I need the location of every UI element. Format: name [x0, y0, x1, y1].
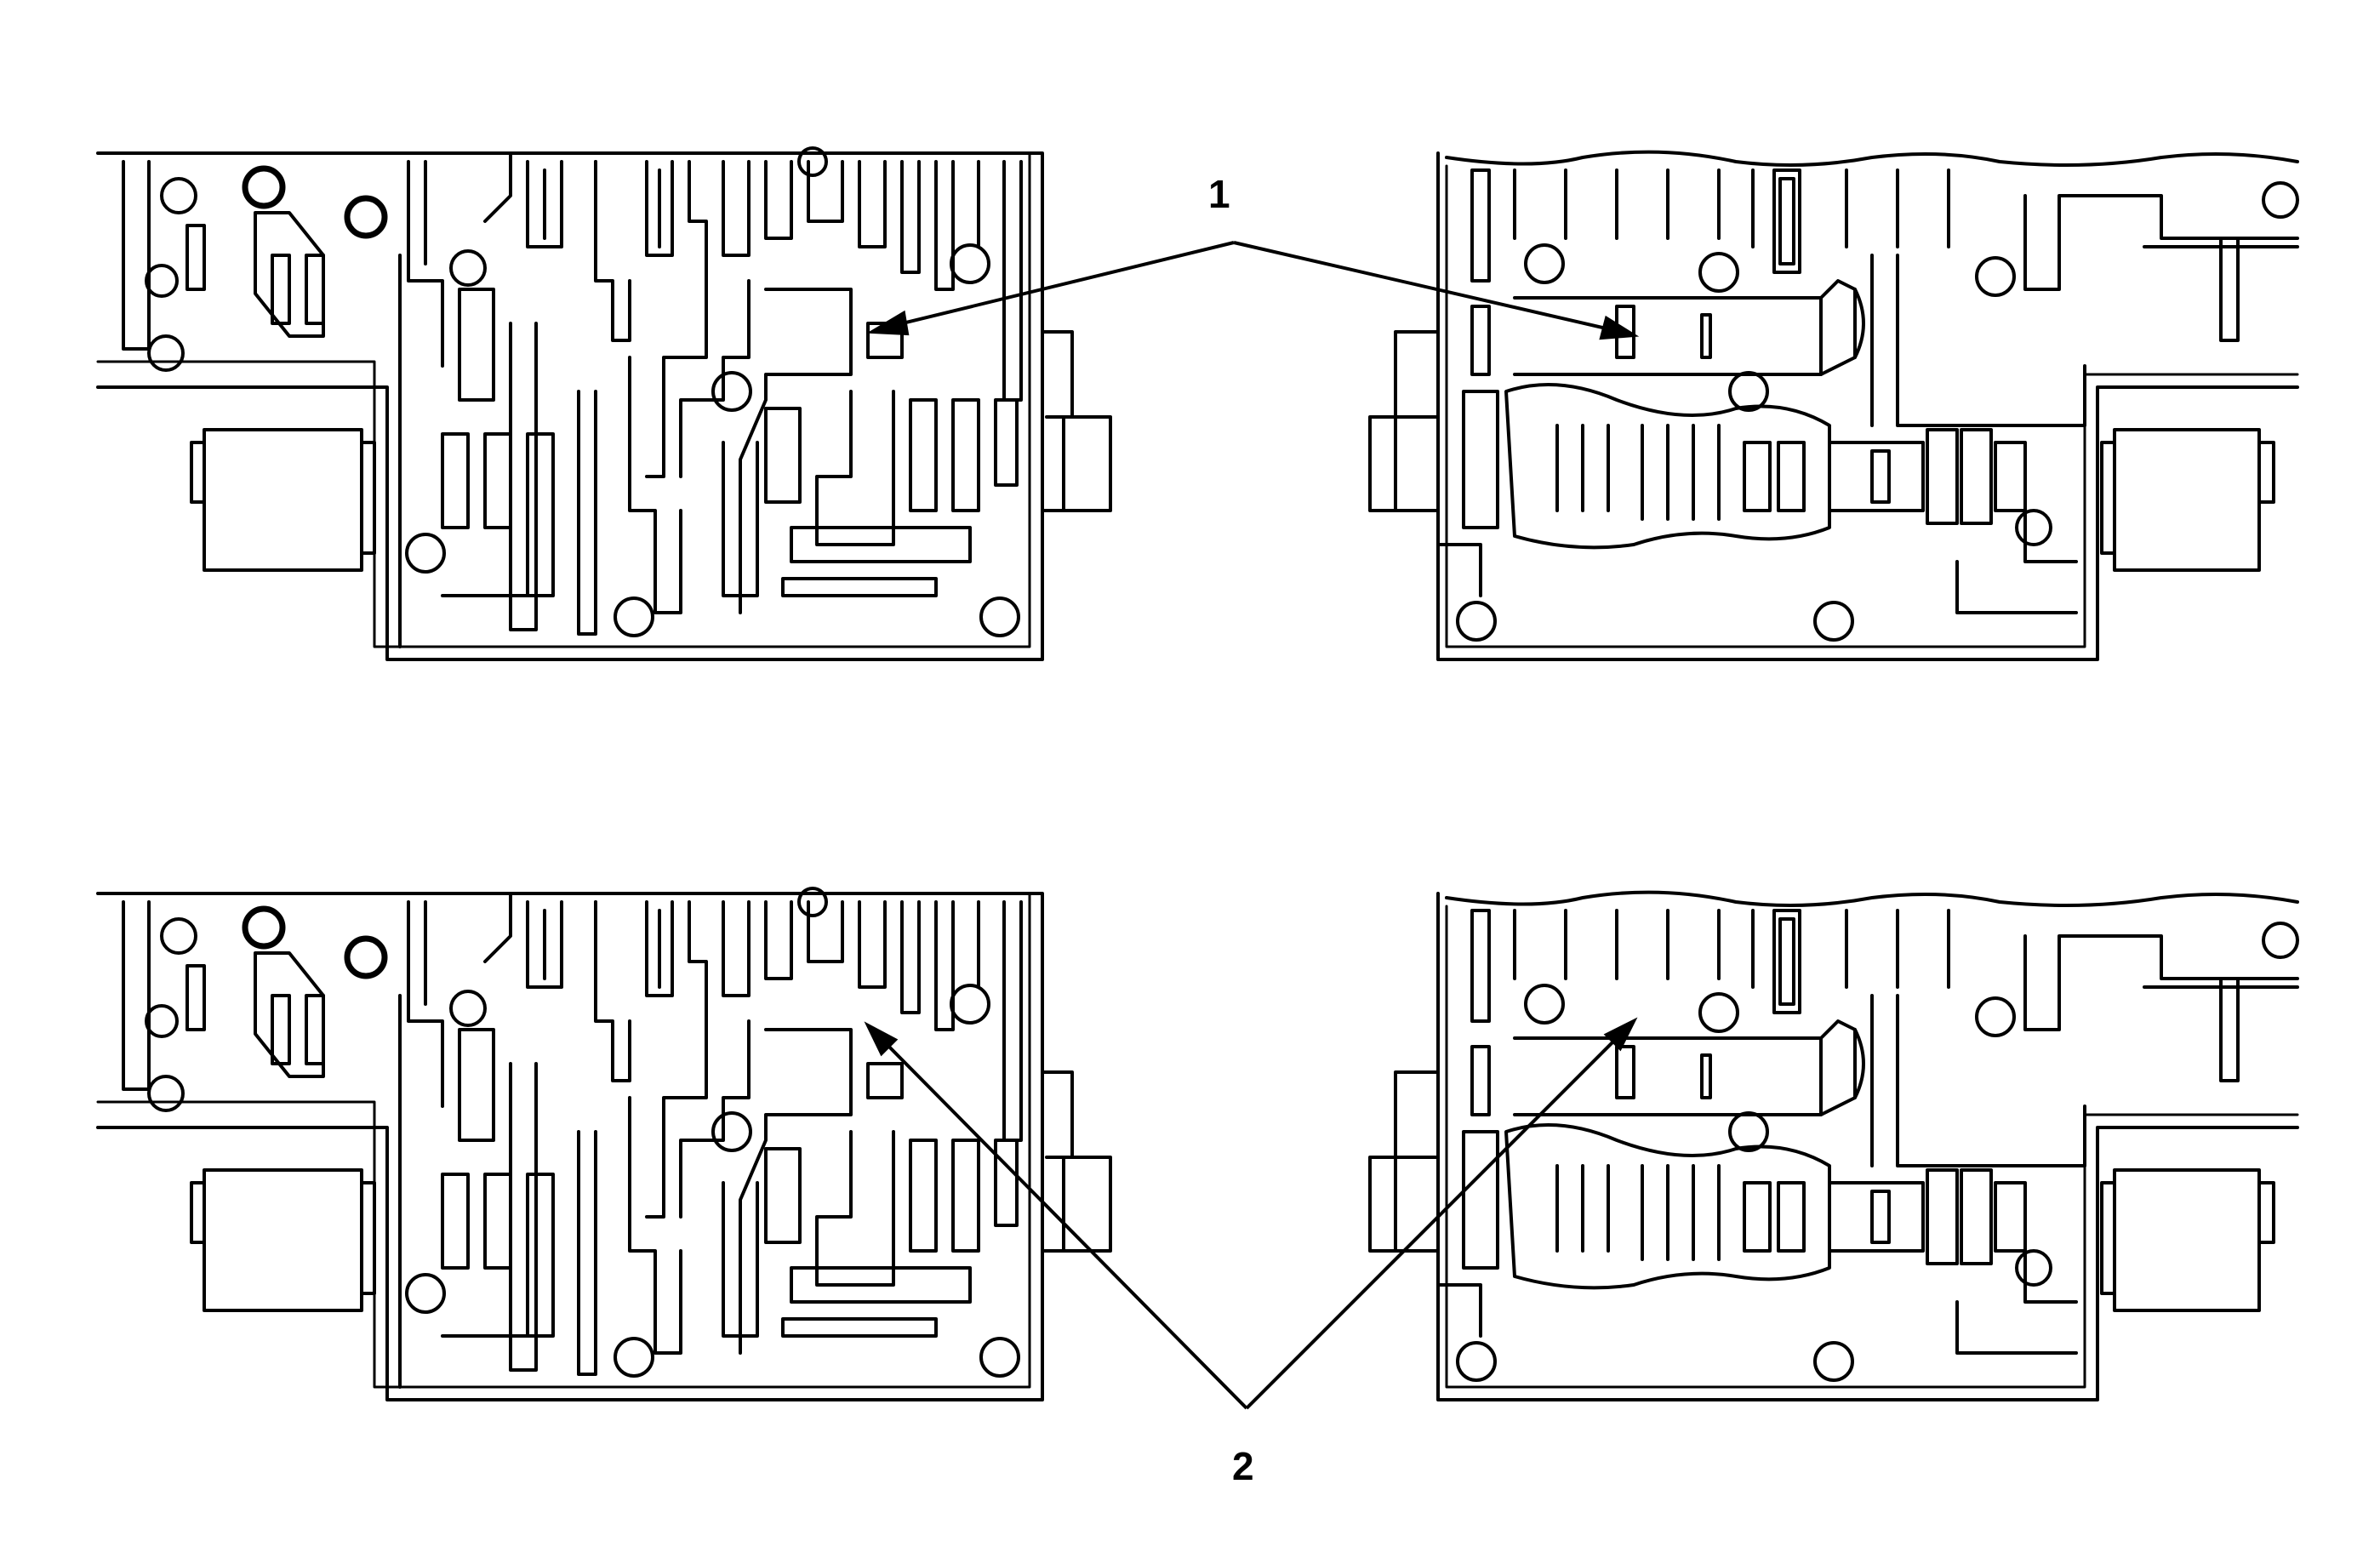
- top-right-valve-body-view: [1368, 150, 2299, 662]
- callout-label-1: 1: [1208, 172, 1230, 216]
- callout-1-leaders: [866, 243, 1640, 340]
- bottom-left-valve-body-view: [98, 888, 1110, 1400]
- top-left-valve-body-view: [98, 148, 1110, 659]
- callout-2-leaders: [864, 1017, 1638, 1408]
- callout-label-2: 2: [1232, 1444, 1254, 1488]
